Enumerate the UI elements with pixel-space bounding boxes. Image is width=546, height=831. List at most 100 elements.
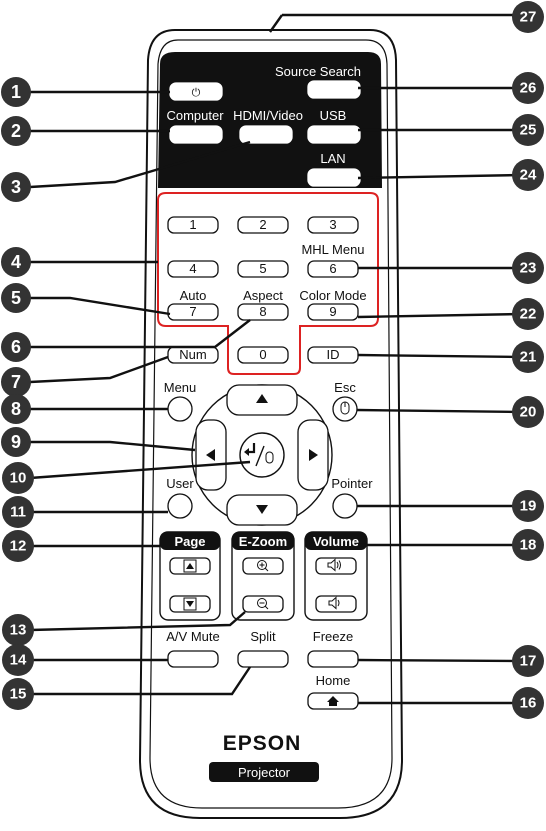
- source-search-button[interactable]: [307, 80, 361, 99]
- color-mode-label: Color Mode: [299, 288, 366, 303]
- freeze-button[interactable]: [307, 650, 359, 668]
- svg-text:27: 27: [520, 9, 537, 26]
- number-2-button[interactable]: [237, 216, 289, 234]
- callout-7: 7: [1, 367, 31, 397]
- enter-button[interactable]: [239, 432, 285, 478]
- number-4-label: 4: [189, 261, 196, 276]
- hdmi-video-button[interactable]: [239, 125, 293, 144]
- callout-18: 18: [512, 529, 544, 561]
- power-icon: ⏻: [192, 87, 201, 99]
- split-button[interactable]: [237, 650, 289, 668]
- remote-inner-outline: [149, 39, 393, 809]
- number-6-label: 6: [329, 261, 336, 276]
- esc-button[interactable]: [332, 396, 358, 422]
- svg-text:8: 8: [11, 399, 21, 419]
- number-0-button[interactable]: [237, 346, 289, 364]
- pointer-label: Pointer: [331, 476, 373, 491]
- callout-6: 6: [1, 332, 31, 362]
- callout-25: 25: [512, 114, 544, 146]
- number-3-label: 3: [329, 217, 336, 232]
- number-0-label: 0: [259, 347, 266, 362]
- freeze-label: Freeze: [313, 629, 353, 644]
- number-8-button[interactable]: [237, 303, 289, 321]
- zoom-out-button[interactable]: [242, 595, 284, 613]
- auto-label: Auto: [180, 288, 207, 303]
- leader-lines: [29, 13, 523, 705]
- callout-14: 14: [2, 644, 34, 676]
- number-1-button[interactable]: [167, 216, 219, 234]
- volume-up-button[interactable]: [315, 557, 357, 575]
- pointer-button[interactable]: [332, 493, 358, 519]
- callout-8: 8: [1, 394, 31, 424]
- number-2-label: 2: [259, 217, 266, 232]
- number-4-button[interactable]: [167, 260, 219, 278]
- page-group-header: [160, 532, 220, 550]
- number-9-button[interactable]: [307, 303, 359, 321]
- av-mute-button[interactable]: [167, 650, 219, 668]
- source-search-label: Source Search: [275, 64, 361, 79]
- svg-text:21: 21: [520, 349, 537, 366]
- aspect-label: Aspect: [243, 288, 283, 303]
- callout-26: 26: [512, 72, 544, 104]
- number-3-button[interactable]: [307, 216, 359, 234]
- svg-text:10: 10: [10, 470, 27, 487]
- usb-button[interactable]: [307, 125, 361, 144]
- number-8-label: 8: [259, 304, 266, 319]
- svg-text:20: 20: [520, 404, 537, 421]
- arrow-down-icon: [256, 505, 268, 514]
- lan-button[interactable]: [307, 168, 361, 187]
- number-5-label: 5: [259, 261, 266, 276]
- number-5-button[interactable]: [237, 260, 289, 278]
- mhl-menu-label: MHL Menu: [301, 242, 364, 257]
- callout-11: 11: [2, 496, 34, 528]
- id-label: ID: [327, 347, 340, 362]
- svg-text:5: 5: [11, 288, 21, 308]
- home-icon: [327, 696, 339, 706]
- svg-text:1: 1: [11, 82, 21, 102]
- svg-text:19: 19: [520, 498, 537, 515]
- ezoom-group-header: [232, 532, 294, 550]
- callout-21: 21: [512, 341, 544, 373]
- av-mute-label: A/V Mute: [166, 629, 219, 644]
- callout-2: 2: [1, 116, 31, 146]
- callout-4: 4: [1, 247, 31, 277]
- svg-text:22: 22: [520, 306, 537, 323]
- menu-button[interactable]: [167, 396, 193, 422]
- svg-text:25: 25: [520, 122, 537, 139]
- computer-label: Computer: [166, 108, 224, 123]
- arrow-right-icon: [309, 449, 318, 461]
- usb-label: USB: [320, 108, 347, 123]
- number-7-button[interactable]: [167, 303, 219, 321]
- esc-label: Esc: [334, 380, 356, 395]
- svg-text:12: 12: [10, 538, 27, 555]
- callout-23: 23: [512, 252, 544, 284]
- split-label: Split: [250, 629, 276, 644]
- callout-20: 20: [512, 396, 544, 428]
- hdmi-video-label: HDMI/Video: [233, 108, 303, 123]
- svg-text:15: 15: [10, 686, 27, 703]
- num-label: Num: [179, 347, 206, 362]
- projector-badge: [209, 762, 319, 782]
- svg-text:17: 17: [520, 653, 537, 670]
- zoom-in-icon: [257, 560, 269, 572]
- numpad-outline: [157, 192, 379, 375]
- number-7-label: 7: [189, 304, 196, 319]
- number-1-label: 1: [189, 217, 196, 232]
- arrow-left-icon: [206, 449, 215, 461]
- zoom-in-button[interactable]: [242, 557, 284, 575]
- user-label: User: [166, 476, 194, 491]
- computer-button[interactable]: [169, 125, 223, 144]
- callout-27: 27: [512, 1, 544, 33]
- arrow-up-icon: [256, 394, 268, 403]
- volume-group-header: [305, 532, 367, 550]
- svg-text:2: 2: [11, 121, 21, 141]
- home-label: Home: [316, 673, 351, 688]
- menu-label: Menu: [164, 380, 197, 395]
- page-up-icon: [183, 559, 197, 573]
- user-button[interactable]: [167, 493, 193, 519]
- callout-15: 15: [2, 678, 34, 710]
- callout-5: 5: [1, 283, 31, 313]
- svg-text:24: 24: [520, 167, 537, 184]
- svg-text:13: 13: [10, 622, 27, 639]
